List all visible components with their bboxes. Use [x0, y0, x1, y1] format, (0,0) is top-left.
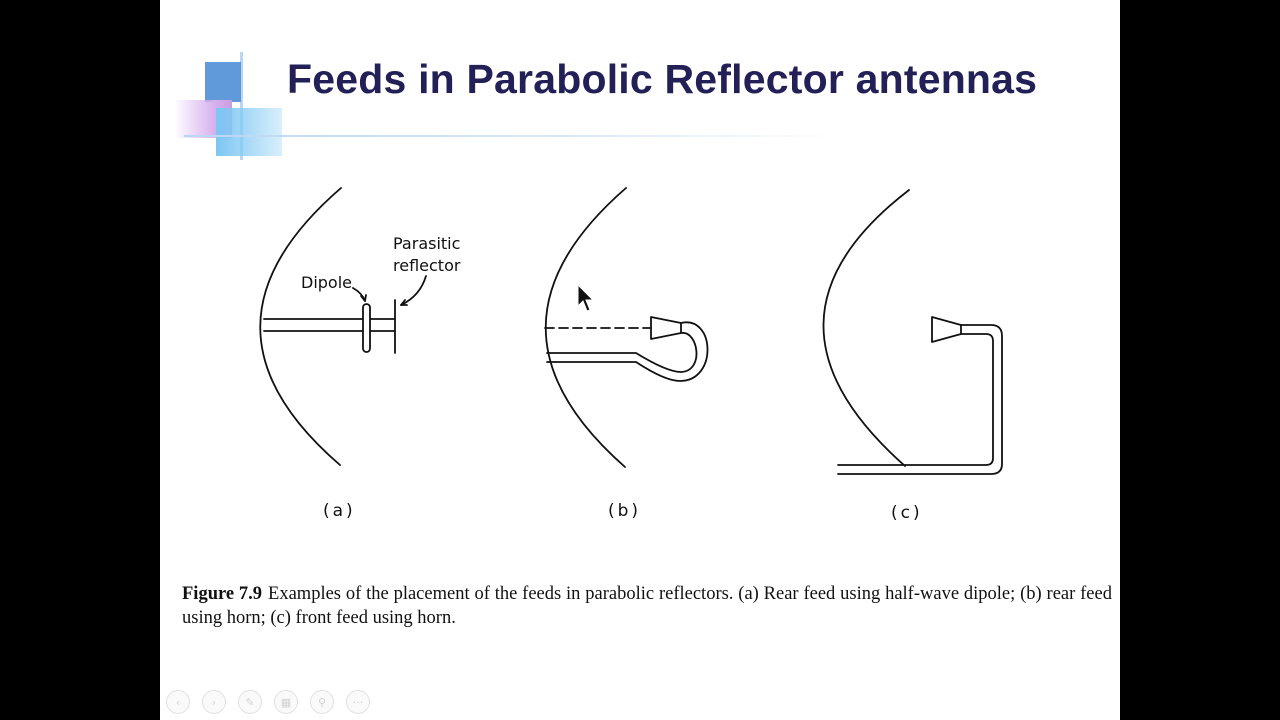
prev-icon[interactable]: ‹ [166, 690, 190, 714]
mouse-cursor [577, 283, 595, 312]
title-underline [184, 135, 844, 137]
horn-c [931, 316, 962, 343]
waveguide-c [837, 324, 1003, 475]
sublabel-a: (a) [323, 501, 356, 521]
feed-placement-diagram: Dipole Parasitic reflector (a) (b) (c) [259, 187, 1003, 523]
caption-text: Examples of the placement of the feeds i… [182, 584, 1112, 628]
reflector-c [822, 189, 910, 467]
dipole-element [362, 303, 371, 353]
decorative-blue-square [205, 62, 241, 102]
waveguide-b [546, 321, 709, 382]
figure-number: Figure 7.9 [182, 584, 263, 604]
dipole-label: Dipole [301, 273, 352, 292]
diagram-c [822, 189, 1003, 475]
decorative-light-blue-square [216, 108, 282, 156]
slides-icon[interactable]: ▦ [274, 690, 298, 714]
reflector-b [544, 187, 627, 468]
parasitic-label-line2: reflector [393, 256, 461, 275]
next-icon[interactable]: › [202, 690, 226, 714]
pen-icon[interactable]: ✎ [238, 690, 262, 714]
parasitic-arrow [400, 275, 427, 306]
horn-b [650, 316, 682, 340]
sublabel-b: (b) [608, 501, 641, 521]
reflector-a [259, 187, 342, 466]
parasitic-label-line1: Parasitic [393, 234, 460, 253]
decorative-vertical-line [240, 52, 243, 160]
sublabel-c: (c) [891, 503, 923, 523]
feed-line-a [263, 318, 395, 332]
zoom-icon[interactable]: ⚲ [310, 690, 334, 714]
slideshow-toolbar: ‹ › ✎ ▦ ⚲ ··· [166, 690, 370, 714]
slide-title: Feeds in Parabolic Reflector antennas [287, 56, 1038, 102]
diagram-a [259, 187, 427, 466]
diagram-b [544, 187, 709, 468]
slide: Feeds in Parabolic Reflector antennas [160, 0, 1120, 720]
more-icon[interactable]: ··· [346, 690, 370, 714]
